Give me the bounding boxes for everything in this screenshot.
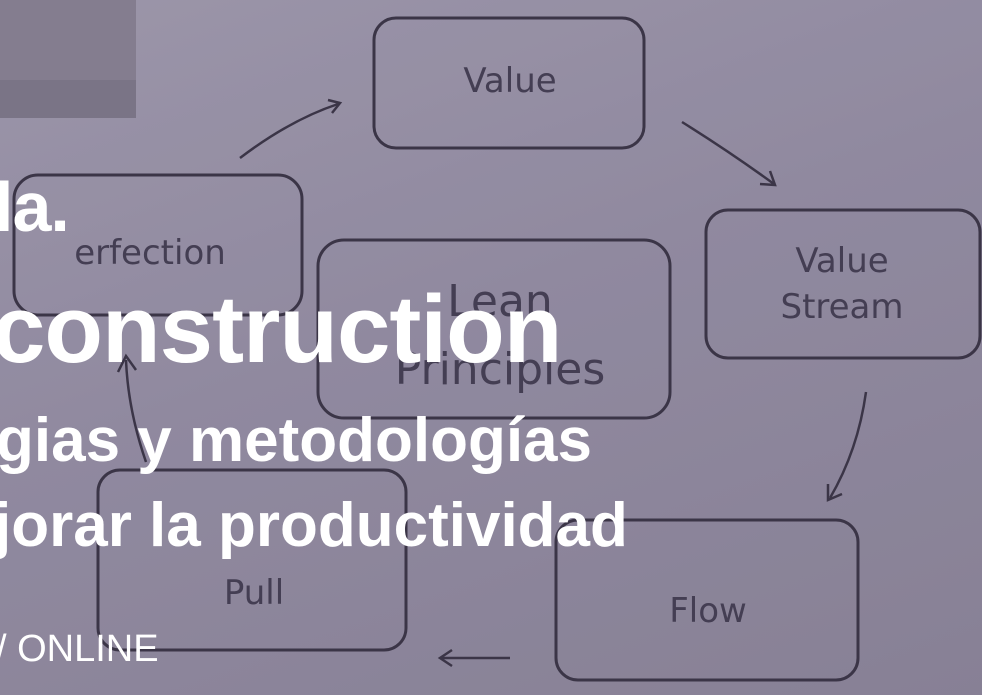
arrow-head-5 xyxy=(116,353,138,373)
arrow-pull-to-perfection xyxy=(124,359,148,463)
box-perfection: erfection xyxy=(12,173,304,317)
arrow-perfection-to-value xyxy=(239,102,339,159)
arrow-value-to-stream xyxy=(681,120,775,186)
headline-line-1: la. xyxy=(0,168,70,246)
box-lean-principles: Lean Principles xyxy=(316,238,672,420)
modality-label: / ONLINE xyxy=(0,628,159,670)
box-lean-label-2: Principles xyxy=(395,344,606,395)
arrow-stream-to-flow xyxy=(828,391,868,499)
box-value-stream: Value Stream xyxy=(704,208,982,360)
box-flow-label: Flow xyxy=(669,591,747,631)
paper-corner-highlight xyxy=(0,0,136,80)
arrow-head-4 xyxy=(437,648,453,668)
arrow-head-1 xyxy=(327,98,343,114)
box-value-label: Value xyxy=(463,61,556,101)
headline-line-2: construction xyxy=(0,276,562,383)
box-value-stream-label-1: Value xyxy=(795,241,888,281)
headline-line-4: jorar la productividad xyxy=(0,491,628,560)
box-lean-label-1: Lean xyxy=(447,276,553,327)
box-value: Value xyxy=(372,16,646,150)
arrow-head-3 xyxy=(826,484,843,502)
headline-line-3: gias y metodologías xyxy=(0,406,593,475)
box-value-stream-label-2: Stream xyxy=(780,287,903,327)
box-pull-label: Pull xyxy=(224,573,284,613)
cycle-arrows xyxy=(116,98,868,668)
box-pull: Pull xyxy=(96,468,408,652)
box-perfection-label: erfection xyxy=(74,233,226,273)
box-flow: Flow xyxy=(554,518,860,682)
arrow-head-2 xyxy=(759,170,777,187)
